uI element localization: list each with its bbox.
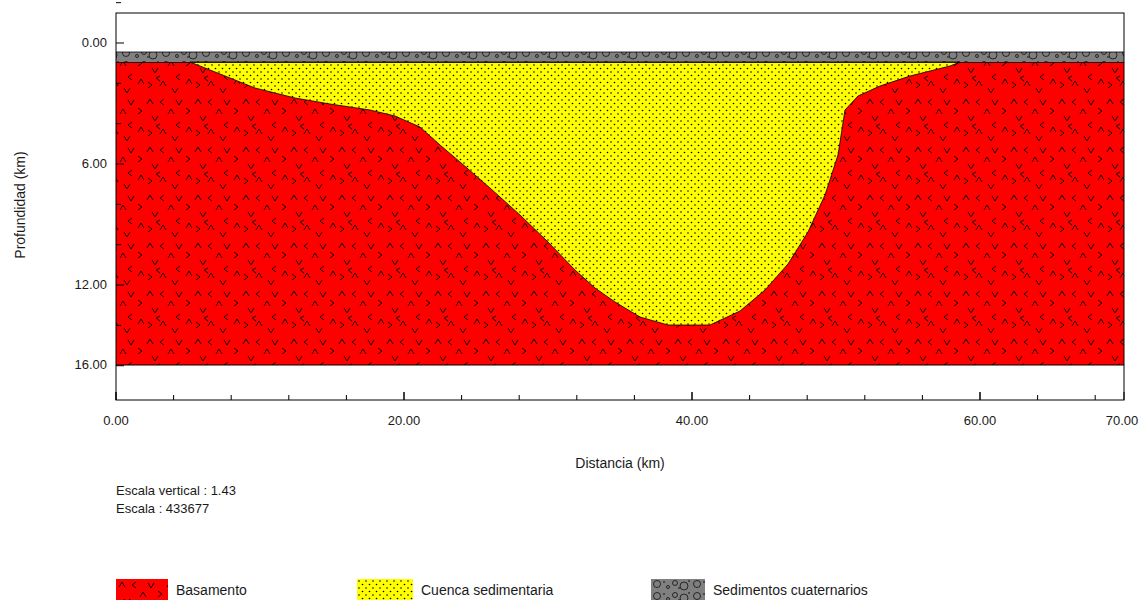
x-tick xyxy=(404,392,405,400)
y-tick xyxy=(116,83,121,84)
basement xyxy=(116,62,1124,365)
scale-note: Escala vertical : 1.43 xyxy=(116,483,236,499)
y-tick-label: 6.00 xyxy=(82,156,107,172)
y-tick xyxy=(116,204,121,205)
x-tick xyxy=(231,395,232,400)
swatch-texture xyxy=(357,579,413,600)
x-tick xyxy=(519,395,520,400)
swatch-texture xyxy=(116,579,168,600)
sedimentary-basin xyxy=(190,62,960,325)
legend-swatch xyxy=(116,579,168,600)
x-tick xyxy=(922,395,923,400)
x-tick xyxy=(980,392,981,400)
quaternary-base xyxy=(116,62,1124,63)
y-tick xyxy=(116,285,124,286)
scale-note: Escala : 433677 xyxy=(116,501,209,517)
x-tick xyxy=(980,392,981,400)
y-tick xyxy=(116,2,121,3)
x-tick xyxy=(461,395,462,400)
x-tick xyxy=(692,392,693,400)
x-tick xyxy=(634,395,635,400)
y-tick xyxy=(116,164,124,165)
x-tick-label: 40.00 xyxy=(676,413,709,429)
x-tick xyxy=(404,392,405,400)
x-tick xyxy=(807,395,808,400)
swatch-pattern xyxy=(357,579,413,600)
x-tick-label: 0.00 xyxy=(103,413,128,429)
x-tick xyxy=(173,395,174,400)
swatch-pattern xyxy=(651,579,705,600)
y-tick-label: 0.00 xyxy=(82,35,107,51)
x-tick-label: 60.00 xyxy=(964,413,997,429)
quaternary-texture xyxy=(116,52,1124,63)
x-tick xyxy=(116,392,117,400)
x-tick-label: 70.00 xyxy=(1106,413,1139,429)
swatch-pattern xyxy=(116,579,168,600)
y-tick xyxy=(116,325,121,326)
x-tick xyxy=(1124,392,1125,400)
x-tick xyxy=(288,395,289,400)
x-tick xyxy=(1095,395,1096,400)
x-axis-title: Distancia (km) xyxy=(575,455,664,472)
y-tick-label: 16.00 xyxy=(74,357,107,373)
y-axis-title: Profundidad (km) xyxy=(12,151,29,258)
legend-text: Sedimentos cuaternarios xyxy=(713,581,868,598)
legend-text: Cuenca sedimentaria xyxy=(421,581,553,598)
y-tick xyxy=(116,244,121,245)
y-tick xyxy=(116,365,124,366)
model-base xyxy=(116,365,1124,366)
legend-text: Basamento xyxy=(176,581,247,598)
swatch-texture xyxy=(651,579,705,600)
plot-frame xyxy=(116,13,1124,400)
y-tick xyxy=(116,43,124,44)
y-tick-label: 12.00 xyxy=(74,277,107,293)
x-tick xyxy=(116,392,117,400)
x-tick xyxy=(1037,395,1038,400)
x-tick xyxy=(692,392,693,400)
x-tick xyxy=(864,395,865,400)
y-tick xyxy=(116,123,121,124)
x-tick xyxy=(576,395,577,400)
axis-ticks xyxy=(116,3,1124,400)
basin-texture xyxy=(190,62,960,325)
x-tick xyxy=(749,395,750,400)
legend-swatch xyxy=(357,579,413,600)
x-tick-label: 20.00 xyxy=(388,413,421,429)
x-tick xyxy=(346,395,347,400)
basement-texture xyxy=(116,62,1124,365)
surface-line xyxy=(116,52,1124,53)
quaternary-layer xyxy=(116,52,1124,63)
legend-swatch xyxy=(651,579,705,600)
